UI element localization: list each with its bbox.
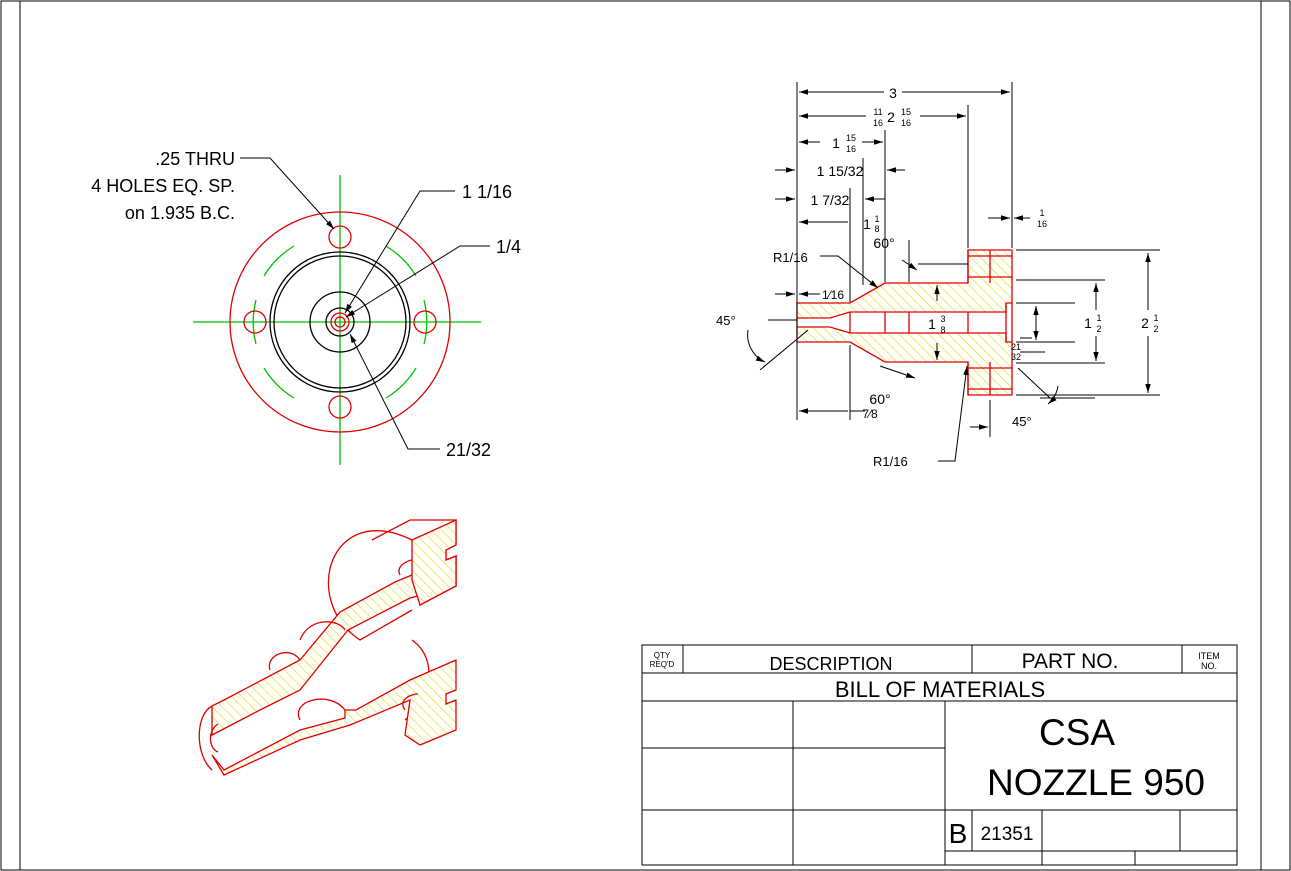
orifice-circle [330,312,350,332]
iso-flange-top-hatch [411,518,457,606]
qty-label: QTY [654,651,671,660]
angle-60-bottom: 60° [869,391,890,407]
dim-1-4: 1/4 [496,237,521,257]
dim-1-3-8-whole: 1 [928,316,936,332]
dim-1-1-16: 1 1/16 [462,182,512,202]
iso-bore-arc [299,621,346,641]
iso-tip-inner [209,723,219,753]
dim-2-1-2-whole: 2 [1141,315,1149,331]
dim-3: 3 [889,85,897,101]
dim-21-32-den: 32 [1011,352,1021,362]
dim-1-15-16-den: 16 [846,144,856,154]
leader-21-32 [349,333,440,450]
iso-hole-arc [398,559,413,576]
dim-small-1-16: 1⁄16 [822,288,844,302]
dim-1-16-den: 16 [1037,219,1047,229]
dim-21-32: 21/32 [446,440,491,460]
dim-1-1-8-den: 8 [874,224,879,234]
iso-tip-outer [198,705,213,771]
callout-holes-line2: 4 HOLES EQ. SP. [91,176,235,196]
bolt-hole-left [243,310,267,334]
item-label: ITEM [1198,651,1220,661]
description-label: DESCRIPTION [769,654,892,674]
no-label: NO. [1201,661,1217,671]
dim-1-1-2-num: 1 [1096,313,1101,323]
dimension-lines [775,89,1151,430]
dim-1-3-8-den: 8 [940,325,945,335]
front-view: .25 THRU 4 HOLES EQ. SP. on 1.935 B.C. 1… [91,149,521,465]
dim-1-1-2-whole: 1 [1084,315,1092,331]
flange-outer-circle [229,211,451,433]
drawing-number: 21351 [981,824,1034,845]
dim-1-3-8-num: 3 [940,314,945,324]
leader-holes [240,157,335,230]
section-leaders [747,255,1095,462]
company-name: CSA [1039,712,1115,753]
iso-hole-arc-2 [402,693,419,711]
section-view: 3 11 16 2 15 16 1 15 16 1 15/32 1 7/32 1… [716,82,1160,469]
reqd-label: REQ'D [650,660,675,669]
iso-bore-arc-3 [297,698,346,721]
isometric-view [198,518,457,776]
bolt-circle [252,245,428,399]
dim-1-16-num: 1 [1039,208,1044,218]
dim-2-15-16-whole: 2 [887,109,895,125]
extension-lines [796,82,1160,437]
dim-1-15-16-num: 15 [846,133,856,143]
dim-21-32-num: 21 [1011,342,1021,352]
part-name: NOZZLE 950 [987,762,1205,803]
part-no-label: PART NO. [1022,650,1119,673]
size-letter: B [949,818,968,849]
dim-11-16-den: 16 [873,118,883,128]
orifice-inner-circle [334,316,346,328]
radius-bottom: R1/16 [873,454,908,469]
radius-top: R1/16 [773,250,808,265]
dim-1-15-16-whole: 1 [832,135,840,151]
dim-1-1-2-den: 2 [1096,324,1101,334]
leader-1-1-16 [344,190,455,314]
section-dimension-texts: 3 11 16 2 15 16 1 15 16 1 15/32 1 7/32 1… [716,85,1159,469]
title-block: QTY REQ'D DESCRIPTION PART NO. ITEM NO. … [641,644,1238,866]
iso-hatched-lower [211,659,457,776]
callout-holes-line3: on 1.935 B.C. [125,203,235,223]
section-upper-half [796,249,1013,319]
angle-45-right: 45° [1012,414,1032,429]
angle-60-top: 60° [873,235,894,251]
bolt-hole-right [413,310,437,334]
bore-circle [325,307,355,337]
dim-2-1-2-num: 1 [1153,313,1158,323]
dim-1-15-32: 1 15/32 [817,163,864,179]
iso-bore-arc-2 [268,651,301,671]
callout-holes-line1: .25 THRU [155,149,235,169]
dim-7-8: 7⁄8 [862,407,878,421]
leader-1-4 [345,245,490,318]
hub-outer-circle [269,251,411,393]
dim-2-1-2-den: 2 [1153,324,1158,334]
dim-11-16-num: 11 [873,107,882,117]
dim-2-15-16-den: 16 [901,118,911,128]
bolt-hole-top [328,225,352,249]
dim-1-1-8-num: 1 [874,214,879,224]
angle-45-left: 45° [716,313,736,328]
section-lower-half [796,326,1013,396]
bom-label: BILL OF MATERIALS [835,677,1045,702]
bolt-hole-bottom [328,395,352,419]
hub-inner-circle [273,255,407,389]
nozzle-circle [309,291,371,353]
dim-1-7-32: 1 7/32 [811,192,850,208]
dim-1-1-8-whole: 1 [863,216,871,232]
dim-2-15-16-num: 15 [901,107,911,117]
